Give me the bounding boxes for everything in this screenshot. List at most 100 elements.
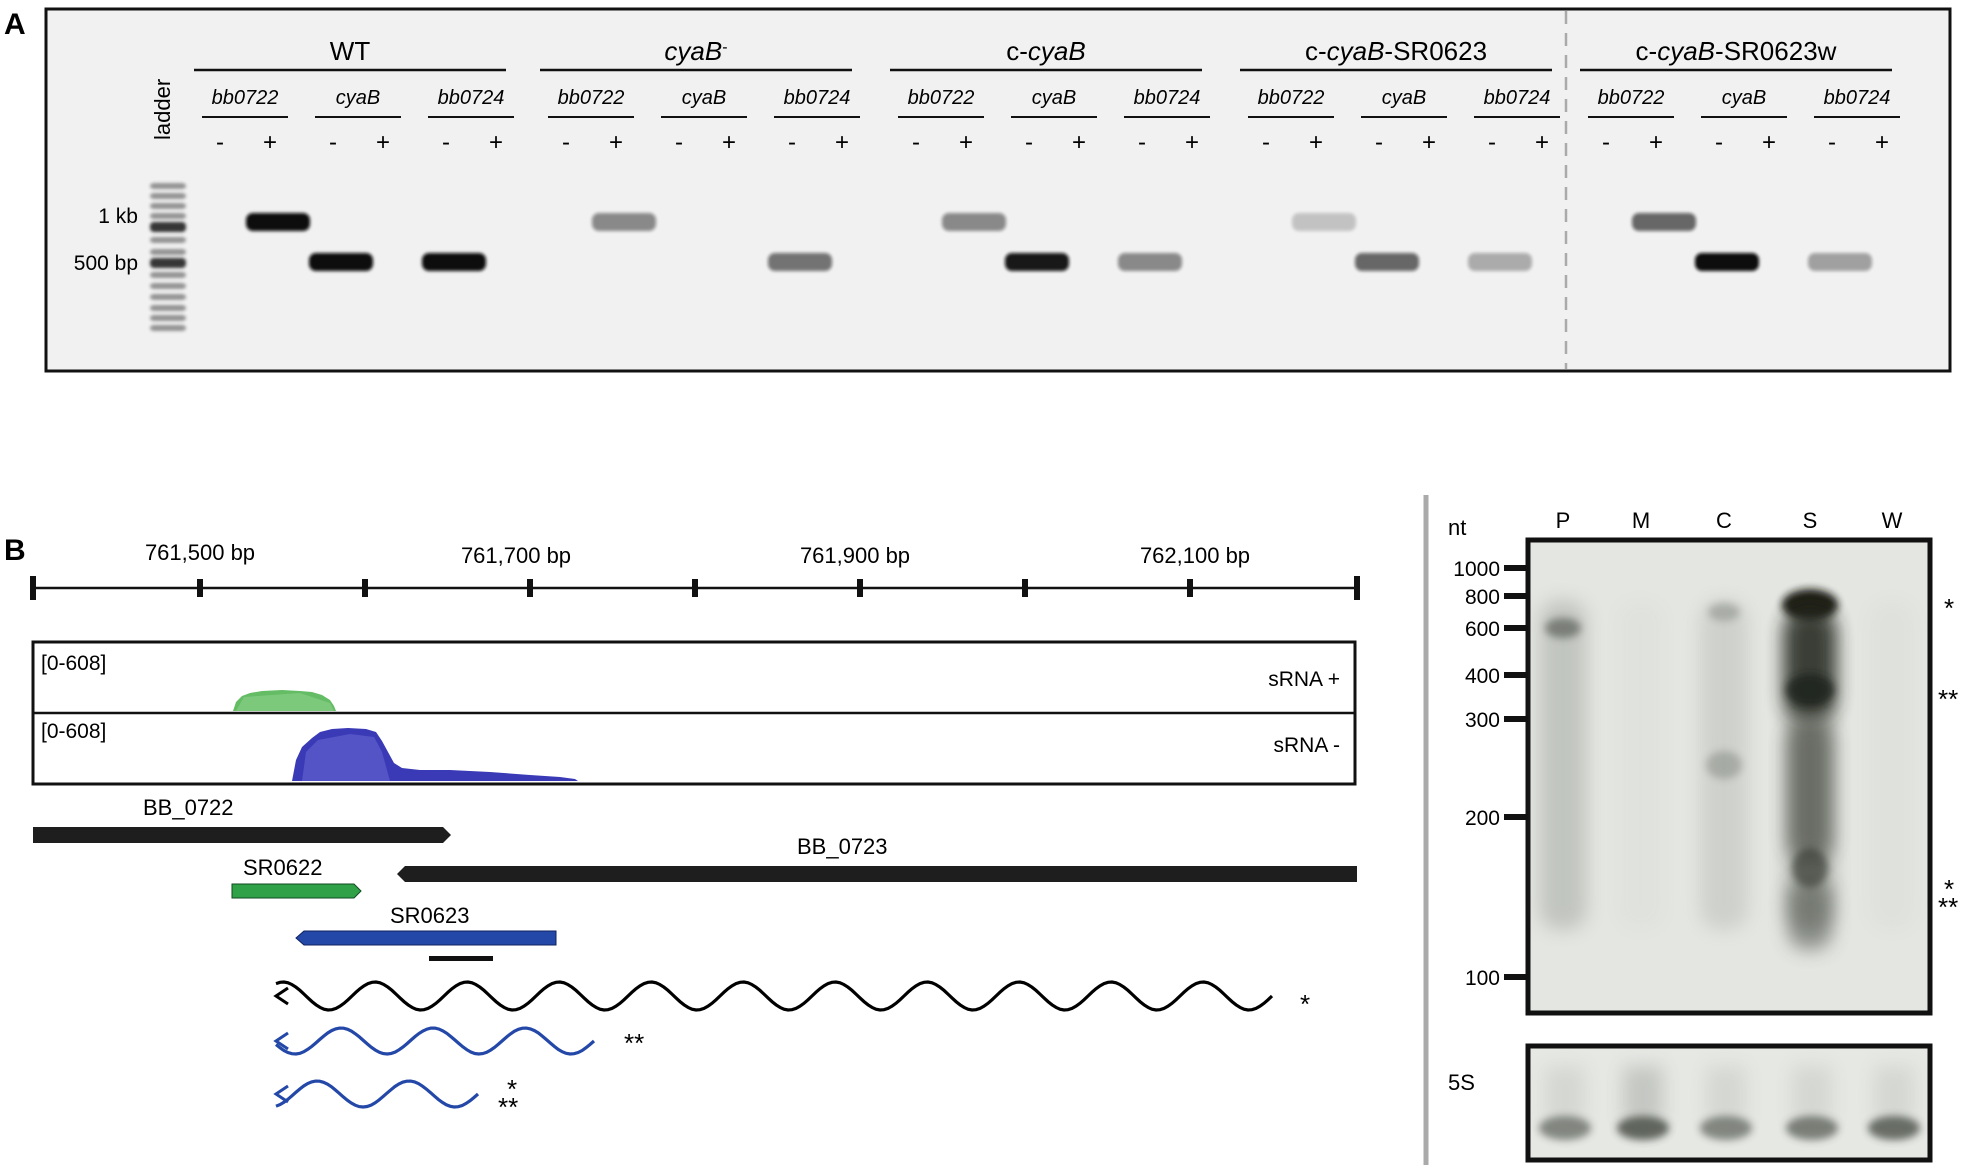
coordinate-label-1: 761,500 bp [145, 540, 255, 565]
coordinate-label-3: 761,900 bp [800, 543, 910, 568]
sr0622-arrow [231, 883, 362, 899]
plus-lane-label: + [609, 129, 623, 156]
plus-lane-label: + [1649, 129, 1663, 156]
transcript-arrowhead [273, 1084, 289, 1104]
rna-5s-smear [1706, 1066, 1746, 1126]
gene-label: bb0722 [212, 87, 279, 109]
gene-label: bb0724 [438, 87, 505, 109]
lane-smear [1617, 600, 1665, 930]
minus-lane-label: - [216, 129, 224, 156]
size-marker-label: 200 [1465, 807, 1500, 830]
gene-label: cyaB [682, 87, 726, 109]
sRNA-minus-coverage-highlight [302, 734, 390, 781]
minus-lane-label: - [675, 129, 683, 156]
plus-lane-label: + [1072, 129, 1086, 156]
gel-band [309, 253, 373, 271]
dna-ladder [150, 183, 186, 331]
ladder-band [150, 222, 186, 232]
ladder-band [150, 315, 186, 321]
band-marker-3: * [1944, 874, 1954, 904]
gel-band [592, 213, 656, 231]
strain-group: cyaB-bb0722-+cyaB-+bb0724-+ [540, 36, 860, 271]
gene-label: cyaB [1722, 87, 1766, 109]
ladder-band [150, 237, 186, 243]
transcript-long-marker: * [1300, 989, 1310, 1019]
plus-lane-label: + [1762, 129, 1776, 156]
gel-band [246, 213, 310, 231]
strain-name: WT [330, 36, 371, 66]
plus-lane-label: + [1535, 129, 1549, 156]
track-minus-name: sRNA - [1273, 734, 1340, 757]
loading-control-bands [1539, 1066, 1920, 1140]
minus-lane-label: - [1488, 129, 1496, 156]
rna-5s-smear [1623, 1066, 1663, 1126]
ladder-band [150, 258, 186, 268]
gene-label: cyaB [336, 87, 380, 109]
rna-5s-smear [1874, 1066, 1914, 1126]
sr0623-label: SR0623 [390, 903, 470, 928]
plus-lane-label: + [263, 129, 277, 156]
transcript-wave [275, 1079, 480, 1109]
panel-a-label: A [4, 8, 26, 41]
plus-lane-label: + [1422, 129, 1436, 156]
transcript-wave [275, 1026, 596, 1056]
gel-band [768, 253, 832, 271]
minus-lane-label: - [1375, 129, 1383, 156]
band-marker-1: * [1944, 593, 1954, 623]
gene-label: bb0722 [1258, 87, 1325, 109]
gene-bb0722-label: BB_0722 [143, 795, 234, 820]
track-minus-range: [0-608] [41, 720, 106, 743]
rna-5s-smear [1792, 1066, 1832, 1126]
gel-band [1118, 253, 1182, 271]
transcript-wave [275, 980, 1274, 1012]
gel-band [1632, 213, 1696, 231]
ladder-band [150, 294, 186, 300]
size-marker-tick [1504, 565, 1528, 571]
minus-lane-label: - [1138, 129, 1146, 156]
rna-smear [1788, 880, 1832, 950]
rna-band-150 [1792, 848, 1828, 888]
lane-label: S [1803, 508, 1818, 533]
gel-band [1005, 253, 1069, 271]
ladder-band [150, 193, 186, 199]
size-marker-tick [1504, 593, 1528, 599]
rna-5s-smear [1545, 1066, 1585, 1126]
strain-name: c-cyaB [1006, 36, 1085, 66]
minus-lane-label: - [1715, 129, 1723, 156]
track-plus-name: sRNA + [1268, 668, 1340, 691]
plus-lane-label: + [1309, 129, 1323, 156]
size-marker-tick [1504, 625, 1528, 631]
northern-probe-bar [429, 956, 493, 961]
gene-label: cyaB [1032, 87, 1076, 109]
panel-b-label: B [4, 534, 26, 567]
gene-label: bb0722 [558, 87, 625, 109]
transcript-arrowhead [273, 986, 289, 1006]
plus-lane-label: + [959, 129, 973, 156]
rna-smear [1788, 720, 1832, 860]
gene-bb0723-arrow [397, 866, 1357, 882]
ladder-band [150, 203, 186, 209]
size-marker-label: 400 [1465, 665, 1500, 688]
minus-lane-label: - [1025, 129, 1033, 156]
gene-label: bb0724 [1824, 87, 1891, 109]
rna-band [1706, 751, 1742, 779]
loading-control-label: 5S [1448, 1070, 1475, 1095]
strain-name: c-cyaB-SR0623 [1305, 36, 1487, 66]
ladder-label: ladder [150, 79, 175, 140]
marker-500bp: 500 bp [74, 252, 138, 275]
strain-groups: WT bb0722 - + cyaB - + bb0724 - + cyaB - bb0722 - + cya… [194, 36, 1900, 271]
minus-lane-label: - [788, 129, 796, 156]
ladder-band [150, 249, 186, 255]
ladder-band [150, 213, 186, 219]
marker-1kb: 1 kb [98, 205, 138, 228]
size-marker-tick [1504, 716, 1528, 722]
size-marker-label: 800 [1465, 586, 1500, 609]
strain-name: c-cyaB-SR0623w [1636, 36, 1837, 66]
minus-lane-label: - [442, 129, 450, 156]
sr0622-label: SR0622 [243, 855, 323, 880]
size-marker-tick [1504, 672, 1528, 678]
